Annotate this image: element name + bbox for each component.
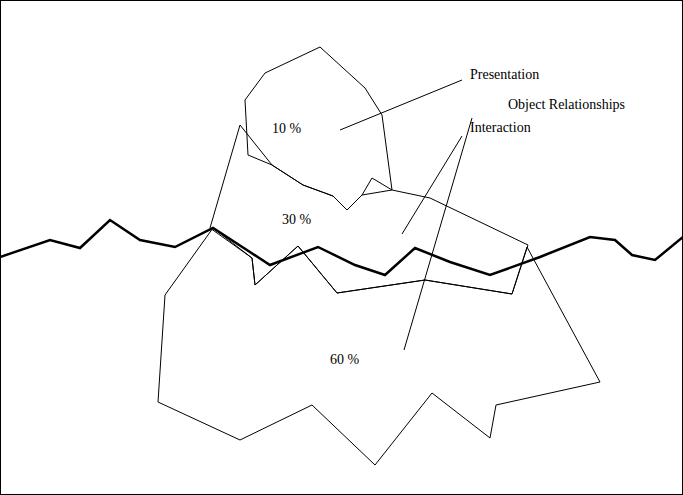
part-label: Presentation xyxy=(470,68,539,82)
presentation-piece: Presentation10 % xyxy=(245,47,392,210)
piece-outline xyxy=(158,228,600,465)
piece-outline xyxy=(245,47,392,210)
piece-outline xyxy=(158,228,600,465)
piece-outline xyxy=(210,125,528,294)
percentage: 60 % xyxy=(330,353,359,367)
percentage: 30 % xyxy=(282,213,311,227)
leader-line xyxy=(404,118,472,350)
leader-line xyxy=(402,136,462,234)
piece-outline xyxy=(245,47,392,210)
object-relationships-piece: Object Relationships60 % xyxy=(158,228,600,465)
percentage: 10 % xyxy=(272,122,301,136)
piece-outline xyxy=(210,125,528,294)
interaction-piece: Interaction30 % xyxy=(210,125,528,294)
water-line xyxy=(0,220,683,275)
part-label: Object Relationships xyxy=(508,98,625,112)
part-label: Interaction xyxy=(470,121,531,135)
leader-line xyxy=(340,80,462,130)
